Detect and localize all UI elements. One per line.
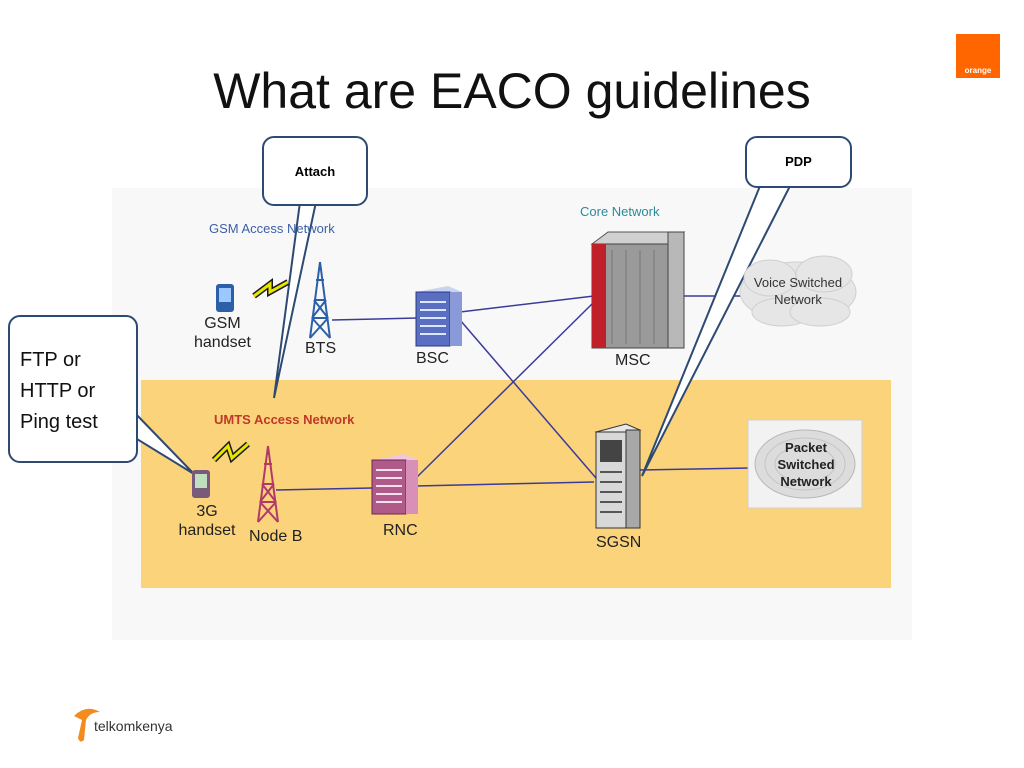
3g-handset-label: 3G handset [178, 503, 236, 539]
orange-logo: orange [956, 34, 1000, 78]
bts-label: BTS [305, 340, 337, 357]
link-nodeb-rnc [275, 487, 373, 491]
core-network-title: Core Network [580, 204, 660, 219]
orange-logo-text: orange [964, 66, 992, 75]
link-bts-bsc [331, 317, 419, 321]
node-b-tower-icon [257, 445, 279, 523]
umts-network-title: UMTS Access Network [214, 412, 355, 427]
slide-title: What are EACO guidelines [213, 63, 811, 119]
bts-tower-icon [309, 261, 331, 339]
gsm-network-title: GSM Access Network [209, 221, 335, 236]
voice-network-label: Voice Switched Network [753, 275, 843, 307]
umts-radio-icon-inner [212, 442, 249, 462]
gsm-handset-label: GSM handset [194, 315, 251, 351]
rnc-server-icon [371, 454, 418, 515]
link-sgsn-packet [639, 467, 751, 471]
sgsn-label: SGSN [596, 534, 642, 551]
telkom-kenya-logo [74, 708, 100, 742]
bsc-server-icon [415, 286, 462, 347]
attach-callout: Attach [262, 136, 368, 206]
pdp-callout: PDP [745, 136, 852, 188]
node-b-label: Node B [249, 528, 303, 545]
test-pointer [131, 407, 195, 475]
link-rnc-sgsn [415, 481, 595, 487]
telkom-kenya-logo-text: telkomkenya [94, 718, 173, 734]
3g-handset-icon [192, 470, 210, 498]
attach-callout-text: Attach [294, 164, 336, 179]
msc-label: MSC [615, 352, 651, 369]
link-bsc-sgsn [459, 319, 597, 479]
test-callout: FTP or HTTP or Ping test [8, 315, 138, 463]
bsc-label: BSC [416, 350, 449, 367]
packet-network-label: Packet Switched Network [777, 440, 835, 489]
gsm-handset-icon [216, 284, 234, 312]
pdp-callout-text: PDP [785, 154, 812, 169]
sgsn-server-icon [594, 423, 642, 529]
link-rnc-msc [415, 301, 595, 479]
packet-cloud-icon [747, 419, 863, 509]
rnc-label: RNC [383, 522, 418, 539]
gsm-radio-icon-inner [253, 280, 289, 298]
test-callout-text: FTP or HTTP or Ping test [20, 349, 98, 433]
link-bsc-msc [459, 295, 595, 313]
voice-cloud-icon [739, 255, 857, 327]
msc-switch-icon [590, 231, 686, 349]
